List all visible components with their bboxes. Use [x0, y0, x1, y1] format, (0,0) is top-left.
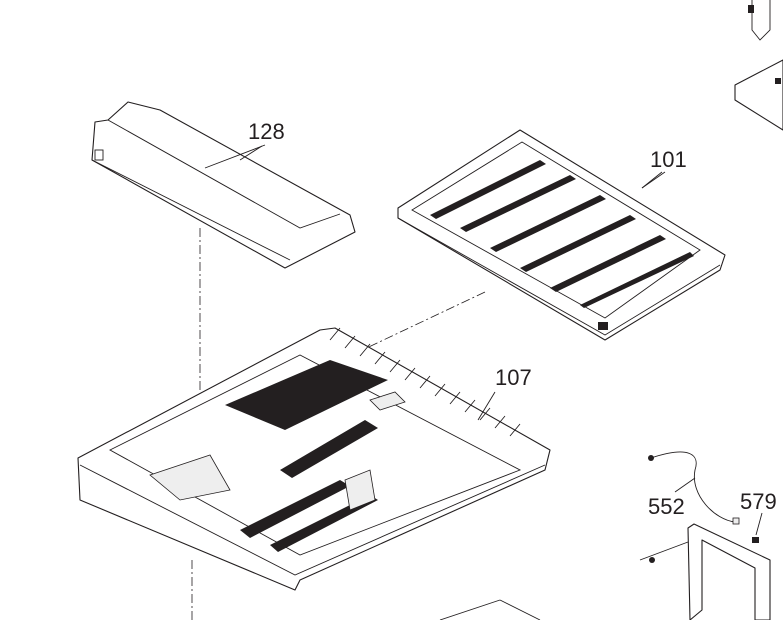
leader-128: [239, 145, 263, 161]
callout-128: 128: [248, 119, 285, 144]
part-101-cover: [397, 129, 726, 341]
leader-101: [641, 171, 663, 189]
callout-579: 579: [740, 489, 777, 514]
partial-assembly-top-right: [734, 0, 783, 131]
callout-552: 552: [648, 494, 685, 519]
callout-101: 101: [650, 147, 687, 172]
part-107-cassette: [77, 327, 551, 591]
frame-part: [439, 523, 771, 620]
callout-107: 107: [495, 365, 532, 390]
guide-line: [319, 291, 486, 371]
part-128-sheet: [91, 101, 356, 269]
part-579-pad: [752, 512, 763, 543]
part-552-cable: [648, 451, 740, 525]
